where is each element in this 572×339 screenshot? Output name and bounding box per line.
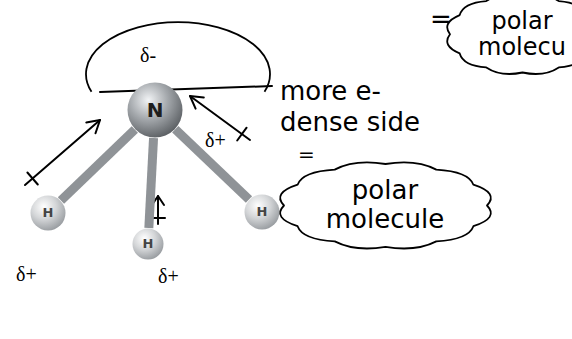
- atom-sphere: [245, 195, 280, 230]
- equals-sign: =: [298, 142, 315, 166]
- hydrogen-atom: H: [244, 194, 280, 230]
- hydrogen-atom: H: [30, 195, 66, 231]
- bond-line: [61, 129, 135, 200]
- cloud-outline: [280, 162, 491, 248]
- atom-sphere: [31, 196, 66, 231]
- atom-symbol: H: [43, 206, 54, 220]
- partial-charge: δ-: [140, 44, 156, 66]
- partial-charge: δ+: [158, 264, 179, 288]
- dipole-arrow-tail: [27, 173, 37, 185]
- equals-sign: =: [430, 4, 452, 35]
- dipole-arrow-head: [86, 120, 100, 133]
- note-text: polar molecule: [315, 176, 455, 233]
- dipole-arrow: [157, 196, 159, 224]
- region-outline: [86, 22, 270, 92]
- atom-symbol: H: [143, 237, 154, 251]
- note-text: polar molecu: [472, 8, 572, 61]
- atom-sphere: [133, 229, 164, 260]
- bond-line: [149, 138, 154, 228]
- atom-symbol: H: [257, 205, 268, 219]
- thought-cloud: polar molecule: [276, 156, 495, 255]
- hydrogen-atom: H: [132, 228, 164, 260]
- atom-symbol: N: [147, 99, 164, 121]
- partial-charge: δ+: [205, 128, 226, 152]
- dipole-arrow-tail: [237, 128, 246, 141]
- partial-charge: δ+: [16, 262, 37, 286]
- nitrogen-atom: N: [127, 82, 183, 138]
- dividing-line: [100, 86, 272, 92]
- note-text: more e- dense side: [280, 76, 455, 138]
- cloud-outline: [447, 0, 572, 74]
- thought-cloud: polar molecu: [442, 0, 572, 80]
- atom-sphere: [128, 83, 183, 138]
- dipole-arrow-head: [190, 96, 204, 109]
